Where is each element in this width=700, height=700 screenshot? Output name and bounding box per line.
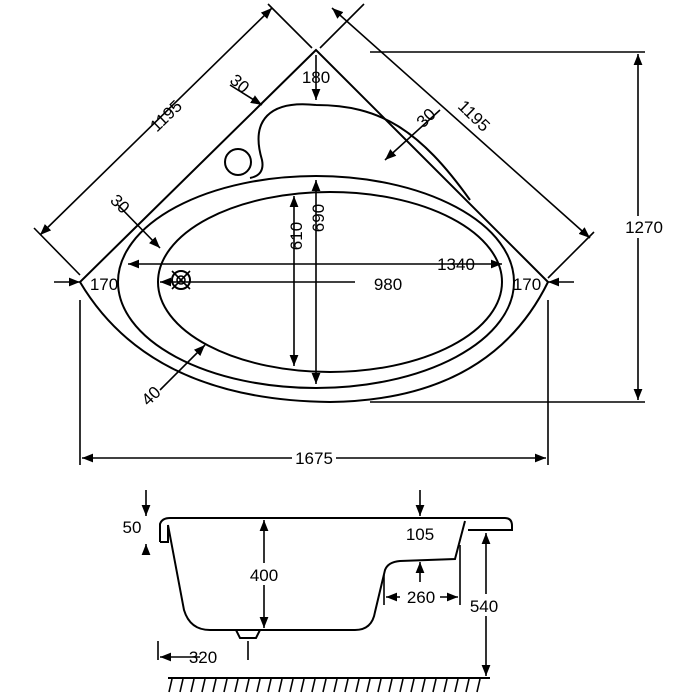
dim-side-left: 1195 <box>146 97 185 136</box>
tub-outline <box>78 48 550 404</box>
tap-hole <box>224 148 252 176</box>
dim-inner-depth: 400 <box>250 566 278 585</box>
dim-total-height: 540 <box>470 597 498 616</box>
outer-rim <box>117 175 515 389</box>
dim-inner-depth: 690 <box>309 204 328 232</box>
dim-seat-width: 260 <box>407 588 435 607</box>
dim-rim-left: 30 <box>106 191 133 218</box>
dim-overall-depth: 1270 <box>625 218 663 237</box>
dim-overall-width: 1675 <box>295 449 333 468</box>
drain-icon <box>171 270 191 290</box>
floor-hatch <box>168 678 481 693</box>
drain-outlet <box>235 629 261 639</box>
dim-edge-right: 170 <box>513 275 541 294</box>
top-view: 1195 1195 180 30 30 30 690 610 1340 980 … <box>33 3 666 468</box>
dim-rim-height: 50 <box>123 518 142 537</box>
dim-rim-top-left: 30 <box>226 70 253 97</box>
inner-basin <box>157 191 503 373</box>
dim-inner-depth-small: 610 <box>287 222 306 250</box>
dim-apex: 180 <box>302 68 330 87</box>
dim-edge-left: 170 <box>90 275 118 294</box>
dim-rim-top-right: 30 <box>413 105 440 132</box>
dim-rim-bottom: 40 <box>138 383 165 410</box>
dim-drain-offset: 320 <box>189 648 217 667</box>
dim-inner-length: 1340 <box>437 255 475 274</box>
dim-seat-height: 105 <box>406 525 434 544</box>
dim-side-right: 1195 <box>454 97 493 136</box>
dim-inner-length-small: 980 <box>374 275 402 294</box>
side-view: 50 105 400 260 540 320 <box>123 490 513 693</box>
tub-profile <box>159 517 513 631</box>
